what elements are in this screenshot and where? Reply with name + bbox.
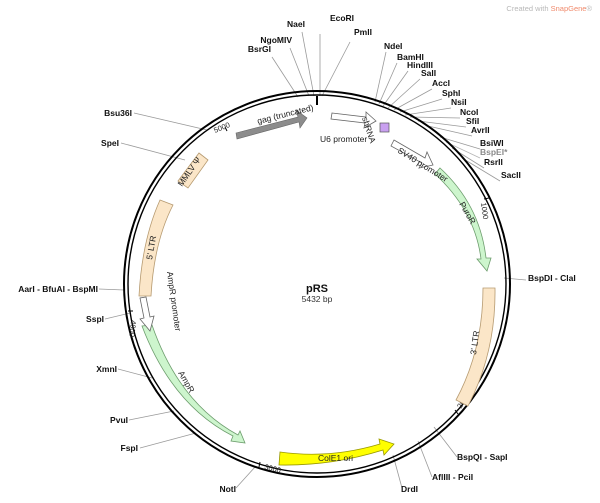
site-line-bsrgi <box>271 56 299 98</box>
site-line-fspi <box>139 432 197 449</box>
site-xmni[interactable]: XmnI <box>96 364 117 374</box>
label-3-ltr: 3' LTR <box>468 330 481 355</box>
site-line-sali <box>387 78 421 109</box>
label-u6-promoter: U6 promoter <box>320 134 367 144</box>
site-bsrgi[interactable]: BsrGI <box>248 44 271 54</box>
label-sv40-promoter: SV40 promoter <box>396 145 450 184</box>
site-naei[interactable]: NaeI <box>287 19 305 29</box>
feature-shrna[interactable] <box>379 122 390 133</box>
label-5-ltr: 5' LTR <box>144 235 158 261</box>
site-line-sacii <box>461 157 501 182</box>
site-noti[interactable]: NotI <box>219 484 236 494</box>
site-line-ngomiv <box>289 47 310 97</box>
site-rsrii[interactable]: RsrII <box>484 157 503 167</box>
credit-brand: SnapGene <box>550 4 587 13</box>
site-sspi[interactable]: SspI <box>86 314 104 324</box>
site-aari-bfuai-bspmi[interactable]: AarI - BfuAI - BspMI <box>18 284 98 294</box>
site-afliii-pcii[interactable]: AflIII - PciI <box>432 472 473 482</box>
site-line-sphi <box>399 98 443 113</box>
feature-3-ltr[interactable] <box>455 287 496 407</box>
site-line-avrii <box>427 125 473 137</box>
feature-5-ltr[interactable] <box>138 199 174 297</box>
site-ecori[interactable]: EcoRI <box>330 13 354 23</box>
tick-mark-1000 <box>483 197 490 200</box>
site-line-pvui <box>128 410 175 421</box>
label-cole1-ori: ColE1 ori <box>318 453 353 463</box>
credit-prefix: Created with <box>506 4 551 13</box>
site-line-hindiii <box>382 70 409 107</box>
site-line-ndei <box>374 51 387 103</box>
site-drdi[interactable]: DrdI <box>401 484 418 494</box>
site-bspei[interactable]: BspEI* <box>480 147 508 157</box>
plasmid-length: 5432 bp <box>302 294 333 304</box>
site-line-naei <box>301 31 315 97</box>
site-ngomiv[interactable]: NgoMIV <box>260 35 292 45</box>
tick-label-5000: 5000 <box>212 120 231 135</box>
site-line-bamhi <box>378 62 398 105</box>
label-puror: PuroR <box>457 200 478 226</box>
site-fspi[interactable]: FspI <box>121 443 138 453</box>
label-ampr-promoter: AmpR promoter <box>165 271 183 332</box>
site-ncoi[interactable]: NcoI <box>460 107 478 117</box>
site-hindiii[interactable]: HindIII <box>407 60 433 70</box>
plasmid-name: pRS <box>306 283 328 295</box>
site-bspdi-clai[interactable]: BspDI - ClaI <box>528 273 576 283</box>
site-line-spei <box>120 142 186 161</box>
site-line-nsii <box>404 107 452 116</box>
features <box>138 109 496 466</box>
site-line-ncoi <box>409 116 461 119</box>
site-pvui[interactable]: PvuI <box>110 415 128 425</box>
tick-mark-2000 <box>454 409 459 415</box>
feature-puror[interactable] <box>434 167 492 272</box>
feature-ampr-promoter[interactable] <box>139 296 155 332</box>
site-bspqi-sapi[interactable]: BspQI - SapI <box>457 452 508 462</box>
site-bsiwi[interactable]: BsiWI <box>480 138 504 148</box>
site-avrii[interactable]: AvrII <box>471 125 490 135</box>
site-spei[interactable]: SpeI <box>101 138 119 148</box>
feature-u6-promoter[interactable] <box>330 111 377 129</box>
site-sacii[interactable]: SacII <box>501 170 521 180</box>
site-nsii[interactable]: NsiI <box>451 97 467 107</box>
tick-label-4000: 4000 <box>127 320 138 338</box>
tick-label-3000: 3000 <box>264 462 282 475</box>
feature-sv40-promoter[interactable] <box>390 139 434 169</box>
site-sfii[interactable]: SfiI <box>466 116 479 126</box>
site-line-pmli <box>321 41 351 97</box>
site-line-bspqi-sapi <box>433 426 458 458</box>
site-ndei[interactable]: NdeI <box>384 41 402 51</box>
site-line-bsu36i <box>133 112 208 131</box>
site-sali[interactable]: SalI <box>421 68 436 78</box>
backbone-inner <box>127 94 507 474</box>
site-bsu36i[interactable]: Bsu36I <box>104 108 132 118</box>
site-line-acci <box>393 88 433 111</box>
snapgene-credit: Created with SnapGene® <box>506 4 592 13</box>
site-line-sfii <box>417 120 467 128</box>
site-line-aari-bfuai-bspmi <box>98 288 125 291</box>
site-lines <box>98 31 527 489</box>
feature-ampr[interactable] <box>141 324 246 444</box>
site-acci[interactable]: AccI <box>432 78 450 88</box>
tick-mark-5000 <box>224 126 228 132</box>
backbone-outer <box>123 90 511 478</box>
site-line-xmni <box>117 368 153 379</box>
feature-mmlv-psi[interactable] <box>177 152 209 189</box>
tick-mark-3000 <box>258 461 261 468</box>
site-line-bsiwi <box>439 136 481 150</box>
site-line-noti <box>235 466 256 489</box>
site-pmli[interactable]: PmlI <box>354 27 372 37</box>
feature-gag-truncated[interactable] <box>235 109 308 140</box>
site-line-bspdi-clai <box>503 277 527 281</box>
site-bamhi[interactable]: BamHI <box>397 52 424 62</box>
site-sphi[interactable]: SphI <box>442 88 460 98</box>
tick-label-1000: 1000 <box>479 202 490 220</box>
credit-suffix: ® <box>586 4 592 13</box>
feature-cole1-ori[interactable] <box>278 438 395 466</box>
